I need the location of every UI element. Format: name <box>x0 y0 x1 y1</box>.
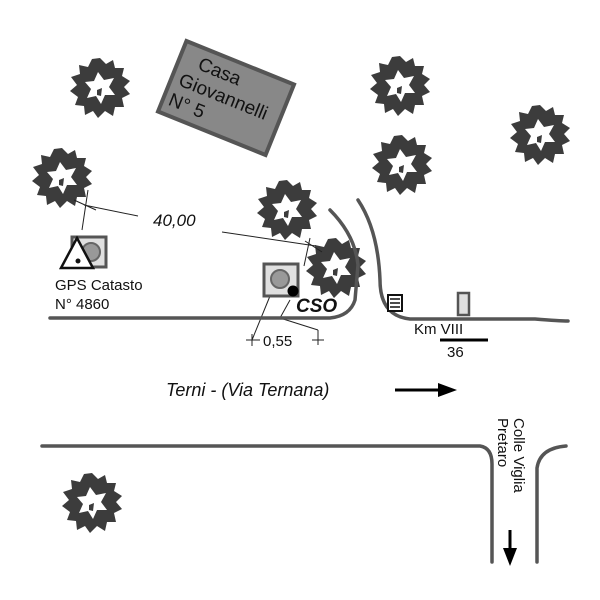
side-road-label-group: Pretaro <box>494 418 511 467</box>
tree-icon <box>62 473 122 533</box>
km-stone-icon <box>456 291 471 317</box>
triangle-icon <box>58 235 96 270</box>
building: Casa Giovannelli N° 5 <box>155 38 297 158</box>
main-road-north-edge <box>48 208 360 320</box>
tree-icon <box>70 58 130 118</box>
arrow-right-icon <box>395 383 457 397</box>
distance-offset-label: 0,55 <box>263 333 292 350</box>
km-label: Km VIII <box>414 321 463 338</box>
roads <box>40 198 570 564</box>
tree-icon <box>370 56 430 116</box>
tree-icon <box>372 135 432 195</box>
cso-label: CSO <box>296 296 337 317</box>
arrow-down-icon <box>503 530 517 566</box>
tree-icon <box>510 105 570 165</box>
side-road-label: Colle Viglia <box>510 418 527 493</box>
drain-grate-icon <box>387 294 403 312</box>
tree-icon <box>257 180 317 240</box>
gps-marker <box>58 235 108 270</box>
side-road-label-line1: Colle Viglia <box>510 418 527 493</box>
gps-label-line1: GPS Catasto <box>55 277 143 294</box>
km-value: 36 <box>447 344 464 361</box>
main-road-north-edge-east <box>356 198 570 323</box>
measurement-lines <box>73 189 324 346</box>
main-road-label: Terni - (Via Ternana) <box>166 380 329 400</box>
main-road-south-edge <box>40 444 494 564</box>
gps-label-line2: N° 4860 <box>55 296 109 313</box>
cso-marker <box>262 262 300 298</box>
side-road-label-line2: Pretaro <box>494 418 511 467</box>
tree-icon <box>32 148 92 208</box>
side-road-edge <box>535 444 568 564</box>
distance-main-label: 40,00 <box>153 211 196 230</box>
